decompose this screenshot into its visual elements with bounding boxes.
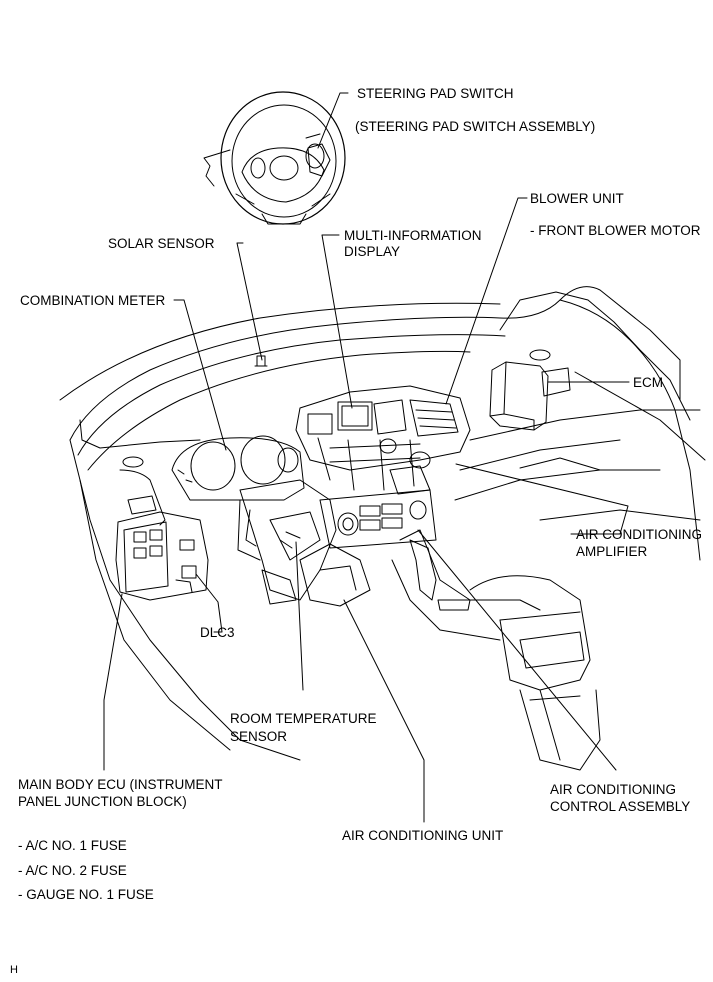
label-ac-amplifier-line2: AMPLIFIER [576, 544, 648, 559]
label-ecm: ECM [633, 375, 663, 390]
label-steering-pad-switch: STEERING PAD SWITCH [357, 86, 514, 101]
label-main-body-ecu-line1: MAIN BODY ECU (INSTRUMENT [18, 777, 223, 792]
leader-dlc3 [195, 573, 223, 633]
label-fuse-ac2: - A/C NO. 2 FUSE [18, 863, 127, 878]
main-body-ecu-drawing [115, 511, 209, 601]
ecm-drawing [489, 361, 571, 431]
label-room-temp-sensor-line2: SENSOR [230, 729, 288, 744]
label-fuse-ac1: - A/C NO. 1 FUSE [18, 838, 127, 853]
leader-blower-unit [445, 197, 528, 405]
steering-wheel-drawing [203, 91, 346, 225]
leader-room-temp-sensor [295, 541, 304, 691]
center-console-drawing [391, 529, 601, 771]
label-ac-control-assembly-line1: AIR CONDITIONING [550, 782, 677, 797]
leader-solar-sensor [236, 242, 263, 361]
dashboard-outline [69, 286, 706, 761]
label-ac-amplifier-line1: AIR CONDITIONING [576, 527, 703, 542]
label-front-blower-motor: - FRONT BLOWER MOTOR [530, 223, 701, 238]
leader-ac-unit [343, 599, 425, 823]
leader-ac-amplifier [455, 463, 629, 535]
label-steering-pad-switch-assembly: (STEERING PAD SWITCH ASSEMBLY) [355, 119, 596, 134]
label-multi-info-display-line2: DISPLAY [344, 244, 401, 259]
label-ac-unit: AIR CONDITIONING UNIT [342, 828, 504, 843]
leader-steering-pad-switch [317, 92, 349, 149]
label-main-body-ecu-line2: PANEL JUNCTION BLOCK) [18, 794, 187, 809]
air-conditioning-unit-drawing [237, 479, 371, 607]
label-combination-meter: COMBINATION METER [20, 293, 166, 308]
leader-multi-info-display [321, 234, 353, 409]
label-solar-sensor: SOLAR SENSOR [108, 236, 215, 251]
label-fuse-gauge1: - GAUGE NO. 1 FUSE [18, 887, 154, 902]
label-multi-info-display-line1: MULTI-INFORMATION [344, 228, 482, 243]
leader-main-body-ecu [103, 593, 123, 771]
leader-combination-meter [173, 299, 227, 451]
label-dlc3: DLC3 [200, 625, 235, 640]
label-blower-unit: BLOWER UNIT [530, 191, 624, 206]
ac-control-panel-drawing [319, 489, 437, 549]
windshield-edge [59, 302, 501, 401]
label-corner-mark: H [10, 964, 18, 976]
leader-lines [103, 92, 630, 823]
label-ac-control-assembly-line2: CONTROL ASSEMBLY [550, 799, 691, 814]
leader-ac-control-assembly [417, 529, 617, 771]
center-module-drawing [295, 385, 471, 495]
combination-meter-drawing [171, 435, 305, 501]
label-room-temp-sensor-line1: ROOM TEMPERATURE [230, 711, 377, 726]
